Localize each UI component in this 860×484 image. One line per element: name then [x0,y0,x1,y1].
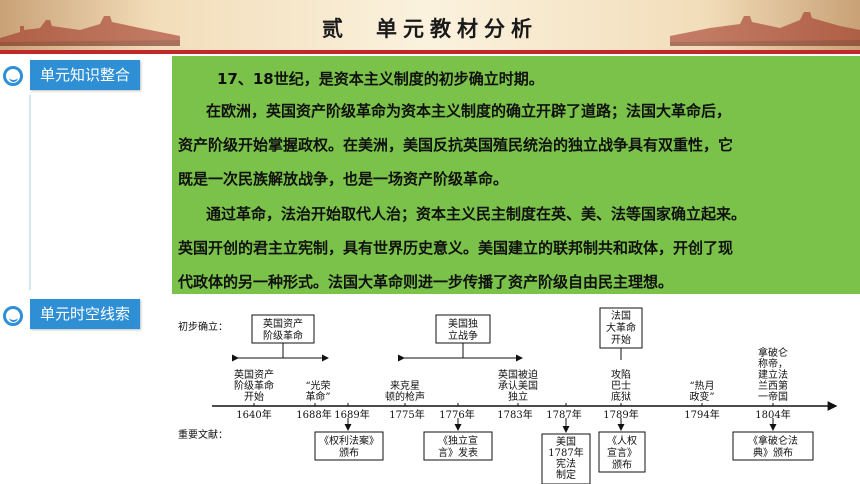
document-box-bill-of-rights [314,431,384,461]
year-label: 1688年 [296,408,331,421]
year-label: 1640年 [236,408,271,421]
row-label-establish: 初步确立： [178,320,228,333]
event-label: “热月 [689,379,714,392]
summary-paragraph: 资产阶级开始掌握政权。在美洲，美国反抗英国殖民统治的独立战争具有双重性，它 [178,136,734,154]
stage-text: 阶级革命 [263,329,303,342]
timeline-diagram: 初步确立： 重要文献： 英国资产 阶级革命 美国独 立战争 法国 大革命 开始 … [178,307,838,484]
document-text: 颁布 [612,459,632,471]
timeline-section-tag[interactable]: 单元时空线索 [30,299,141,329]
document-text: 《独立宣 [438,434,478,447]
event-label: 政变” [689,390,714,403]
document-text: 1787年 [548,446,583,459]
knowledge-summary-box: 17、18世纪，是资本主义制度的初步确立时期。 在欧洲，英国资产阶级革命为资本主… [172,56,860,294]
title-underline [0,50,860,54]
event-label: 阶级革命 [234,379,274,392]
summary-paragraph: 通过革命，法治开始取代人治；资本主义民主制度在英、美、法等国家确立起来。 [206,205,747,223]
year-label: 1783年 [497,408,532,421]
document-text: 颁布 [339,447,359,459]
header-banner: 贰 单元教材分析 [0,0,860,50]
event-label: 顿的枪声 [385,390,425,403]
document-text: 《权利法案》 [319,434,379,447]
document-box-declaration-of-independence [423,431,493,461]
event-label: “光荣 [305,379,330,392]
document-text: 《拿破仑法 [748,434,798,447]
stage-text: 美国独 [448,317,478,330]
stage-text: 英国资产 [263,317,303,330]
document-text: 典》颁布 [753,446,793,459]
year-label: 1794年 [684,408,719,421]
stage-text: 立战争 [448,329,478,342]
event-label: 称帝， [758,357,788,370]
event-label: 英国资产 [234,368,274,381]
document-text: 美国 [556,435,576,448]
event-label: 建立法 [758,368,788,381]
stage-text: 大革命 [606,321,636,334]
year-label: 1789年 [603,408,638,421]
event-label: 承认美国 [498,379,538,392]
document-box-rights-of-man [598,431,646,473]
event-label: 拿破仑 [758,346,788,359]
document-text: 《人权 [607,434,637,447]
document-box-napoleonic-code [732,431,814,461]
event-label: 开始 [244,390,264,403]
year-label: 1689年 [334,408,369,421]
stage-text: 法国 [611,309,631,322]
year-label: 1787年 [546,408,581,421]
knowledge-section-tag[interactable]: 单元知识整合 [30,60,141,90]
row-label-documents: 重要文献： [178,428,228,441]
summary-paragraph: 17、18世纪，是资本主义制度的初步确立时期。 [217,70,544,88]
event-label: 攻陷 [611,368,631,381]
document-box-us-constitution [541,433,591,484]
event-label: 底狱 [611,390,631,403]
event-label: 革命” [305,390,330,403]
document-text: 宪法 [556,457,576,470]
side-guide-line [29,95,31,290]
year-label: 1804年 [755,408,790,421]
event-label: 独立 [508,390,528,403]
summary-paragraph: 在欧洲，英国资产阶级革命为资本主义制度的确立开辟了道路；法国大革命后， [206,102,732,120]
event-label: 来克星 [390,380,420,392]
event-label: 英国被迫 [498,368,538,381]
event-label: 兰西第 [758,379,788,392]
event-label: 巴士 [611,379,631,392]
great-wall-left-decoration [0,16,180,46]
great-wall-right-decoration [670,12,860,46]
page-title: 贰 单元教材分析 [322,17,538,41]
document-text: 制定 [556,468,576,481]
document-text: 宣言》 [607,446,637,459]
summary-paragraph: 代政体的另一种形式。法国大革命则进一步传播了资产阶级自由民主理想。 [178,273,674,291]
year-label: 1775年 [389,408,424,421]
knowledge-tag-bullet-icon [3,66,23,86]
timeline-tag-bullet-icon [3,306,23,326]
event-label: 一帝国 [758,390,788,403]
summary-paragraph: 既是一次民族解放战争，也是一场资产阶级革命。 [178,170,509,188]
year-label: 1776年 [439,408,474,421]
document-text: 言》发表 [438,446,478,459]
stage-text: 开始 [611,333,631,346]
summary-paragraph: 英国开创的君主立宪制，具有世界历史意义。美国建立的联邦制共和政体，开创了现 [178,239,734,257]
